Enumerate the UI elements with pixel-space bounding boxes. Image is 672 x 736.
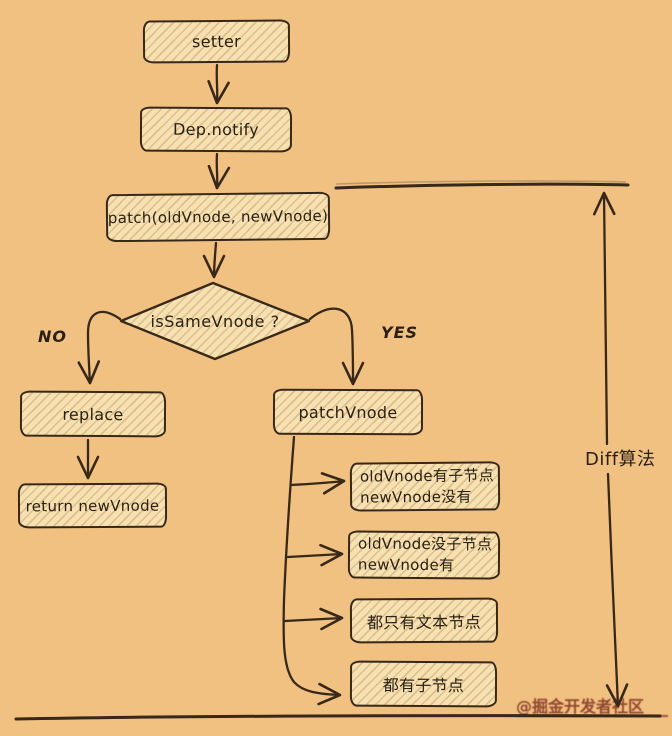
edge-label-yes: YES <box>381 323 419 342</box>
edge-diff-down <box>605 472 629 708</box>
node-case-both-text-only: 都只有文本节点 <box>349 597 499 644</box>
top-rule-shadow <box>335 180 627 185</box>
edge-patch-diamond <box>202 241 226 279</box>
node-patchvnode-label: patchVnode <box>298 402 398 422</box>
edge-depnotify-patch <box>207 152 231 190</box>
case1-line1: oldVnode有子节点 <box>359 465 495 486</box>
case2-line1: oldVnode没子节点 <box>358 534 493 554</box>
edge-patchvnode-trunk <box>282 435 342 706</box>
case3-label: 都只有文本节点 <box>366 612 482 632</box>
node-return-newvnode-label: return newVnode <box>25 496 160 515</box>
issamevnode-text: isSameVnode ? <box>150 311 280 331</box>
node-case-both-have-children: 都有子节点 <box>349 660 498 708</box>
edge-diff-up <box>592 191 616 446</box>
edge-yes-patchvnode <box>308 307 365 386</box>
node-setter-label: setter <box>191 31 242 52</box>
node-replace: replace <box>19 390 167 438</box>
edge-branch-case1 <box>289 472 346 495</box>
case4-label: 都有子节点 <box>382 675 465 696</box>
case1-line2: newVnode没有 <box>360 487 472 507</box>
bottom-rule <box>14 714 662 721</box>
edge-label-diff: Diff算法 <box>585 449 656 470</box>
node-dep-notify-label: Dep.notify <box>173 119 259 140</box>
node-case-old-no-children: oldVnode没子节点 newVnode有 <box>347 530 501 580</box>
node-issamevnode-label: isSameVnode ? <box>135 307 295 335</box>
edge-branch-case3 <box>283 607 344 631</box>
edge-no-replace <box>77 310 122 385</box>
node-return-newvnode: return newVnode <box>17 482 168 529</box>
node-dep-notify: Dep.notify <box>139 106 293 153</box>
node-patch-label: patch(oldVnode, newVnode) <box>107 206 329 228</box>
node-patch: patch(oldVnode, newVnode) <box>105 191 331 243</box>
node-setter: setter <box>142 19 291 64</box>
top-rule <box>334 182 630 190</box>
edge-setter-depnotify <box>207 63 230 105</box>
node-replace-label: replace <box>62 404 124 424</box>
edge-label-no: NO <box>38 327 67 346</box>
node-patchvnode: patchVnode <box>272 388 424 436</box>
edge-branch-case2 <box>286 543 344 567</box>
case2-line2: newVnode有 <box>357 555 455 575</box>
node-case-old-has-children: oldVnode有子节点 newVnode没有 <box>349 461 501 512</box>
node-issamevnode-shape <box>119 281 311 361</box>
